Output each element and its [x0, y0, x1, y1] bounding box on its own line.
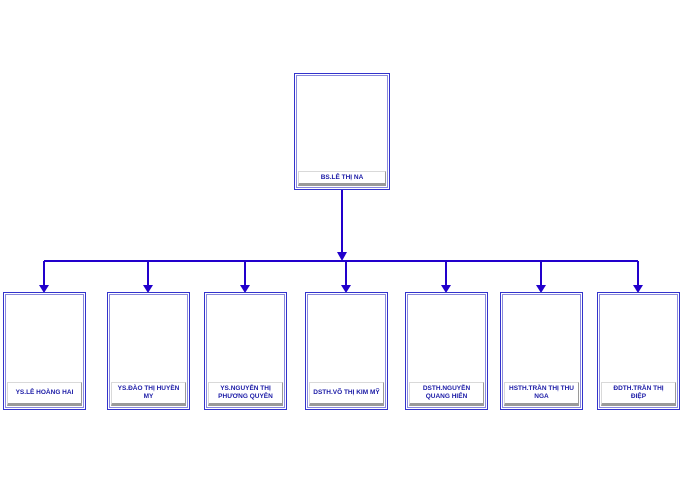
org-node-root[interactable]: BS.LÊ THỊ NA	[294, 73, 390, 190]
org-node-2[interactable]: YS.ĐÀO THỊ HUYỀN MY	[107, 292, 190, 410]
arrowhead-6	[536, 285, 546, 293]
org-node-label: BS.LÊ THỊ NA	[298, 171, 386, 186]
arrowhead-1	[39, 285, 49, 293]
org-node-7[interactable]: ĐDTH.TRẦN THỊ ĐIỆP	[597, 292, 680, 410]
org-node-label: DSTH.VÕ THỊ KIM MỸ	[309, 382, 384, 406]
org-node-label: YS.LÊ HOÀNG HAI	[7, 382, 82, 406]
arrowhead-2	[143, 285, 153, 293]
org-node-6[interactable]: HSTH.TRẦN THỊ THU NGA	[500, 292, 583, 410]
org-node-3[interactable]: YS.NGUYỄN THỊ PHƯƠNG QUYÊN	[204, 292, 287, 410]
org-node-label: HSTH.TRẦN THỊ THU NGA	[504, 382, 579, 406]
arrowhead-4	[341, 285, 351, 293]
arrowhead-root	[337, 252, 347, 261]
org-node-5[interactable]: DSTH.NGUYỄN QUANG HIỂN	[405, 292, 488, 410]
org-node-label: YS.NGUYỄN THỊ PHƯƠNG QUYÊN	[208, 382, 283, 406]
arrowhead-7	[633, 285, 643, 293]
org-node-label: ĐDTH.TRẦN THỊ ĐIỆP	[601, 382, 676, 406]
org-node-label: YS.ĐÀO THỊ HUYỀN MY	[111, 382, 186, 406]
org-node-4[interactable]: DSTH.VÕ THỊ KIM MỸ	[305, 292, 388, 410]
arrowhead-3	[240, 285, 250, 293]
org-node-1[interactable]: YS.LÊ HOÀNG HAI	[3, 292, 86, 410]
arrowhead-5	[441, 285, 451, 293]
org-node-label: DSTH.NGUYỄN QUANG HIỂN	[409, 382, 484, 406]
